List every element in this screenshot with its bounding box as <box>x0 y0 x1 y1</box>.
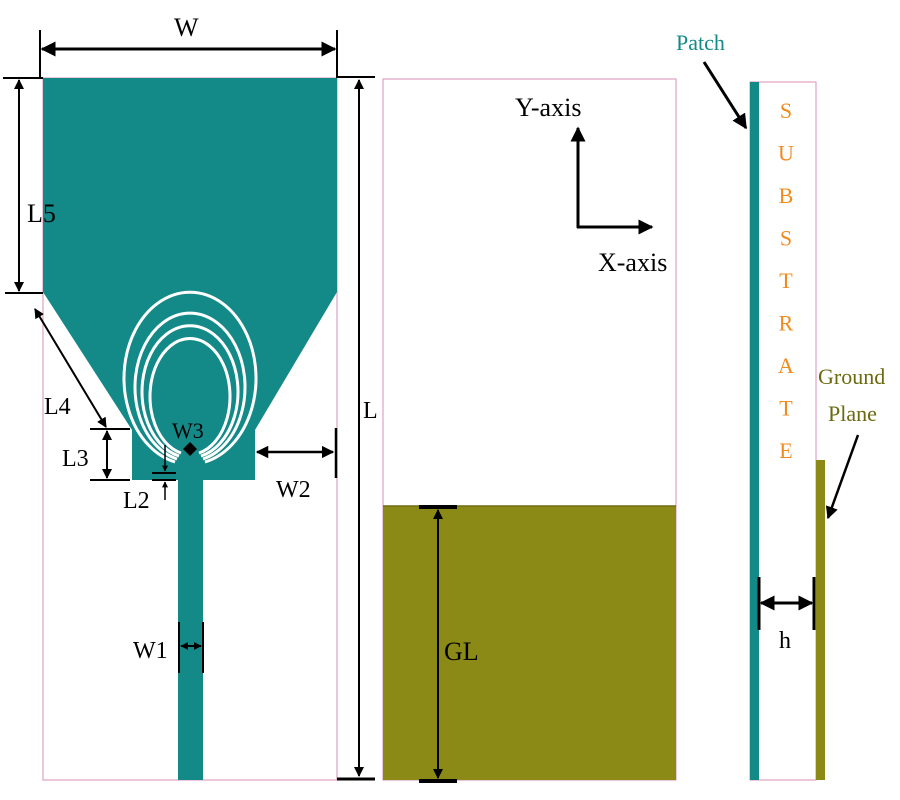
substrate-letter: B <box>779 183 794 208</box>
x-axis-label: X-axis <box>598 248 667 277</box>
slot-ring-2 <box>133 311 247 461</box>
substrate-letter: T <box>779 396 793 421</box>
patch-label: Patch <box>676 30 725 55</box>
w3-gap-marker <box>183 442 197 456</box>
dim-label-h: h <box>779 628 791 654</box>
substrate-letter: S <box>780 98 792 123</box>
patch-pointer-arrow <box>702 61 748 130</box>
radiating-patch <box>43 78 337 480</box>
substrate-letter: T <box>779 268 793 293</box>
dim-label-w: W <box>174 13 199 42</box>
substrate-letter: A <box>778 353 794 378</box>
side-substrate-outline <box>749 81 817 781</box>
feed-line <box>178 465 203 780</box>
dim-label-l3: L3 <box>62 446 89 472</box>
slot-ring-3 <box>140 324 240 458</box>
ground-plane-label-line1: Ground <box>818 364 885 389</box>
slot-ring-1 <box>122 290 258 464</box>
dim-label-w3: W3 <box>172 418 204 443</box>
side-patch-layer <box>750 82 759 780</box>
ground-plane <box>383 506 676 780</box>
dim-label-w1: W1 <box>133 638 168 664</box>
dim-label-w2: W2 <box>276 477 311 503</box>
substrate-letter: S <box>780 226 792 251</box>
dim-label-l2: L2 <box>123 488 150 514</box>
dim-label-l4: L4 <box>44 394 71 420</box>
elliptical-slot-rings <box>122 290 258 464</box>
dim-label-gl: GL <box>444 637 479 666</box>
ground-plane-label-line2: Plane <box>828 401 877 426</box>
slot-ring-4 <box>148 336 232 455</box>
front-view: W3 W L5 L4 L3 L2 W2 W1 <box>3 13 378 781</box>
l4-dimension-arrow <box>34 308 107 428</box>
substrate-letter: R <box>779 311 794 336</box>
y-axis-label: Y-axis <box>515 93 581 122</box>
dim-label-l5: L5 <box>27 199 56 228</box>
back-view: Y-axis X-axis GL <box>382 78 677 783</box>
dim-label-l: L <box>363 398 378 424</box>
side-ground-layer <box>816 460 825 780</box>
substrate-letter: E <box>779 438 792 463</box>
substrate-letter: U <box>778 141 794 166</box>
ground-pointer-arrow <box>825 434 860 520</box>
